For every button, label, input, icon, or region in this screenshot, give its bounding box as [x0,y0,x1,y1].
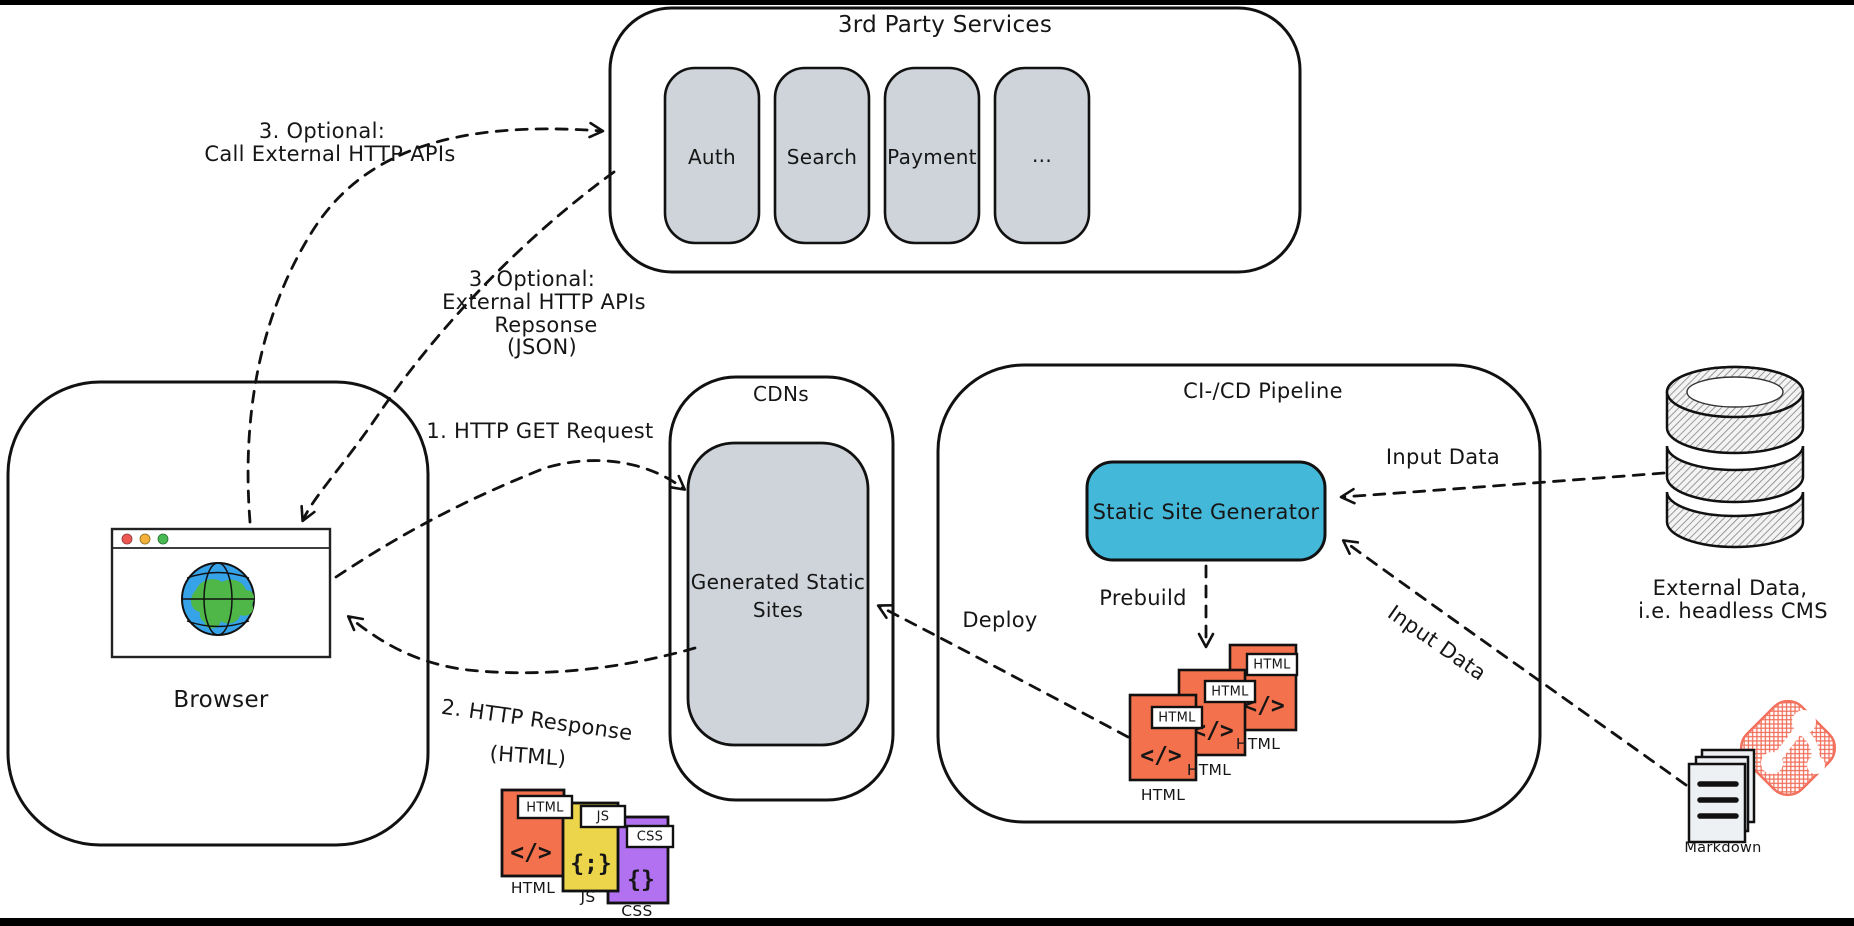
apis-response-label-line2: External HTTP APIs [442,290,646,314]
top-border-bar [0,0,1854,5]
ssg-label: Static Site Generator [1093,500,1320,524]
js-file-caption: JS [579,888,595,906]
html-file-tag [516,794,574,820]
service-box-auth: Auth [663,66,761,245]
third-party-title: 3rd Party Services [838,12,1052,38]
js-file-tag [579,804,627,829]
html-file-caption: HTML [1187,761,1231,779]
html-tag-label: HTML [526,801,564,816]
service-label: Payment [887,145,977,169]
html-code-glyph: </> [510,840,552,866]
service-box-more: ... [993,66,1091,245]
arrow-deploy [876,604,1130,739]
apis-response-label-line3: Repsonse [494,313,597,337]
html-tag-label: HTML [1211,685,1249,700]
generated-sites-label-line2: Sites [753,598,803,622]
service-box-payment-rect [883,66,981,245]
browser-window-icon [110,527,332,659]
cdn-title: CDNs [753,382,809,406]
external-data-caption-line1: External Data, [1653,576,1808,600]
git-icon [1739,699,1837,797]
window-dot-green-icon [157,533,169,545]
http-response-label-line1: 2. HTTP Response [440,695,634,746]
cdn-box: CDNs Generated Static Sites [668,375,895,802]
pipeline-box: CI-/CD Pipeline Static Site Generator </… [936,363,1542,824]
service-box-auth-rect [663,66,761,245]
web-files-icon-group: </> {} {;} HTML JS CSS HTML JS CSS [500,788,675,920]
browser-label: Browser [173,687,269,713]
generated-sites-rect [686,441,870,747]
css-tag-label: CSS [637,830,663,845]
call-apis-label-line2: Call External HTTP APIs [204,142,455,166]
ssg-rect [1085,460,1327,562]
service-box-search: Search [773,66,871,245]
arrow-external-apis-response [300,170,616,523]
js-braces-glyph: {;} [570,851,612,877]
apis-response-label-line1: 3. Optional: [469,267,595,291]
bottom-border-bar [0,918,1854,926]
globe-continent [191,579,254,624]
css-file-tag [625,824,675,849]
window-dot-red-icon [121,533,133,545]
static-site-generator-box: Static Site Generator [1085,460,1327,562]
markdown-page-front [1687,762,1747,844]
http-response-label-line2: (HTML) [489,741,567,770]
generated-sites-label-line1: Generated Static [691,570,865,594]
browser-box: Browser [6,380,430,847]
external-data-caption-line2: i.e. headless CMS [1638,599,1828,623]
html-file-caption: HTML [1236,735,1280,753]
markdown-files-icon [1687,748,1756,844]
html-file-front: </> HTML [1128,693,1204,782]
html-file-middle-tag [1203,679,1257,704]
html-files-stack: </> HTML </> HTML </> HTML HTML HTML HTM… [1128,643,1299,804]
prebuild-label: Prebuild [1099,586,1186,610]
css-braces-glyph: {} [627,867,655,893]
arrows [246,121,1688,787]
code-glyph: </> [1140,743,1182,769]
js-tag-label: JS [596,810,610,825]
service-box-more-rect [993,66,1091,245]
arrow-http-get-request [334,459,687,579]
deploy-label: Deploy [962,608,1037,632]
third-party-services-box: 3rd Party Services Auth Search Payment .… [608,6,1302,274]
service-label: Auth [688,145,736,169]
input-data-db-label: Input Data [1386,445,1500,469]
service-label: Search [787,145,858,169]
html-tag-label: HTML [1158,711,1196,726]
call-apis-label-line1: 3. Optional: [259,119,385,143]
get-request-label: 1. HTTP GET Request [426,419,653,443]
html-file-front-tag [1150,705,1204,730]
html-file-caption: HTML [1141,786,1185,804]
arrow-http-response [346,615,697,675]
arrow-input-data-markdown [1341,539,1688,787]
pipeline-title: CI-/CD Pipeline [1183,379,1343,403]
globe-icon [181,562,255,636]
html-tag-label: HTML [1253,658,1291,673]
css-file-caption: CSS [621,902,652,920]
service-label: ... [1032,143,1052,167]
arrow-call-external-apis [246,121,605,524]
service-box-search-rect [773,66,871,245]
database-icon [1665,365,1805,549]
html-file-back-tag [1245,652,1299,677]
apis-response-label-line4: (JSON) [507,335,577,359]
markdown-caption: Markdown [1684,840,1761,856]
html-file-caption: HTML [511,879,555,897]
window-dot-yellow-icon [139,533,151,545]
service-box-payment: Payment [883,66,981,245]
arrow-input-data-database [1339,471,1666,505]
html-file-back: </> HTML [1228,643,1299,732]
